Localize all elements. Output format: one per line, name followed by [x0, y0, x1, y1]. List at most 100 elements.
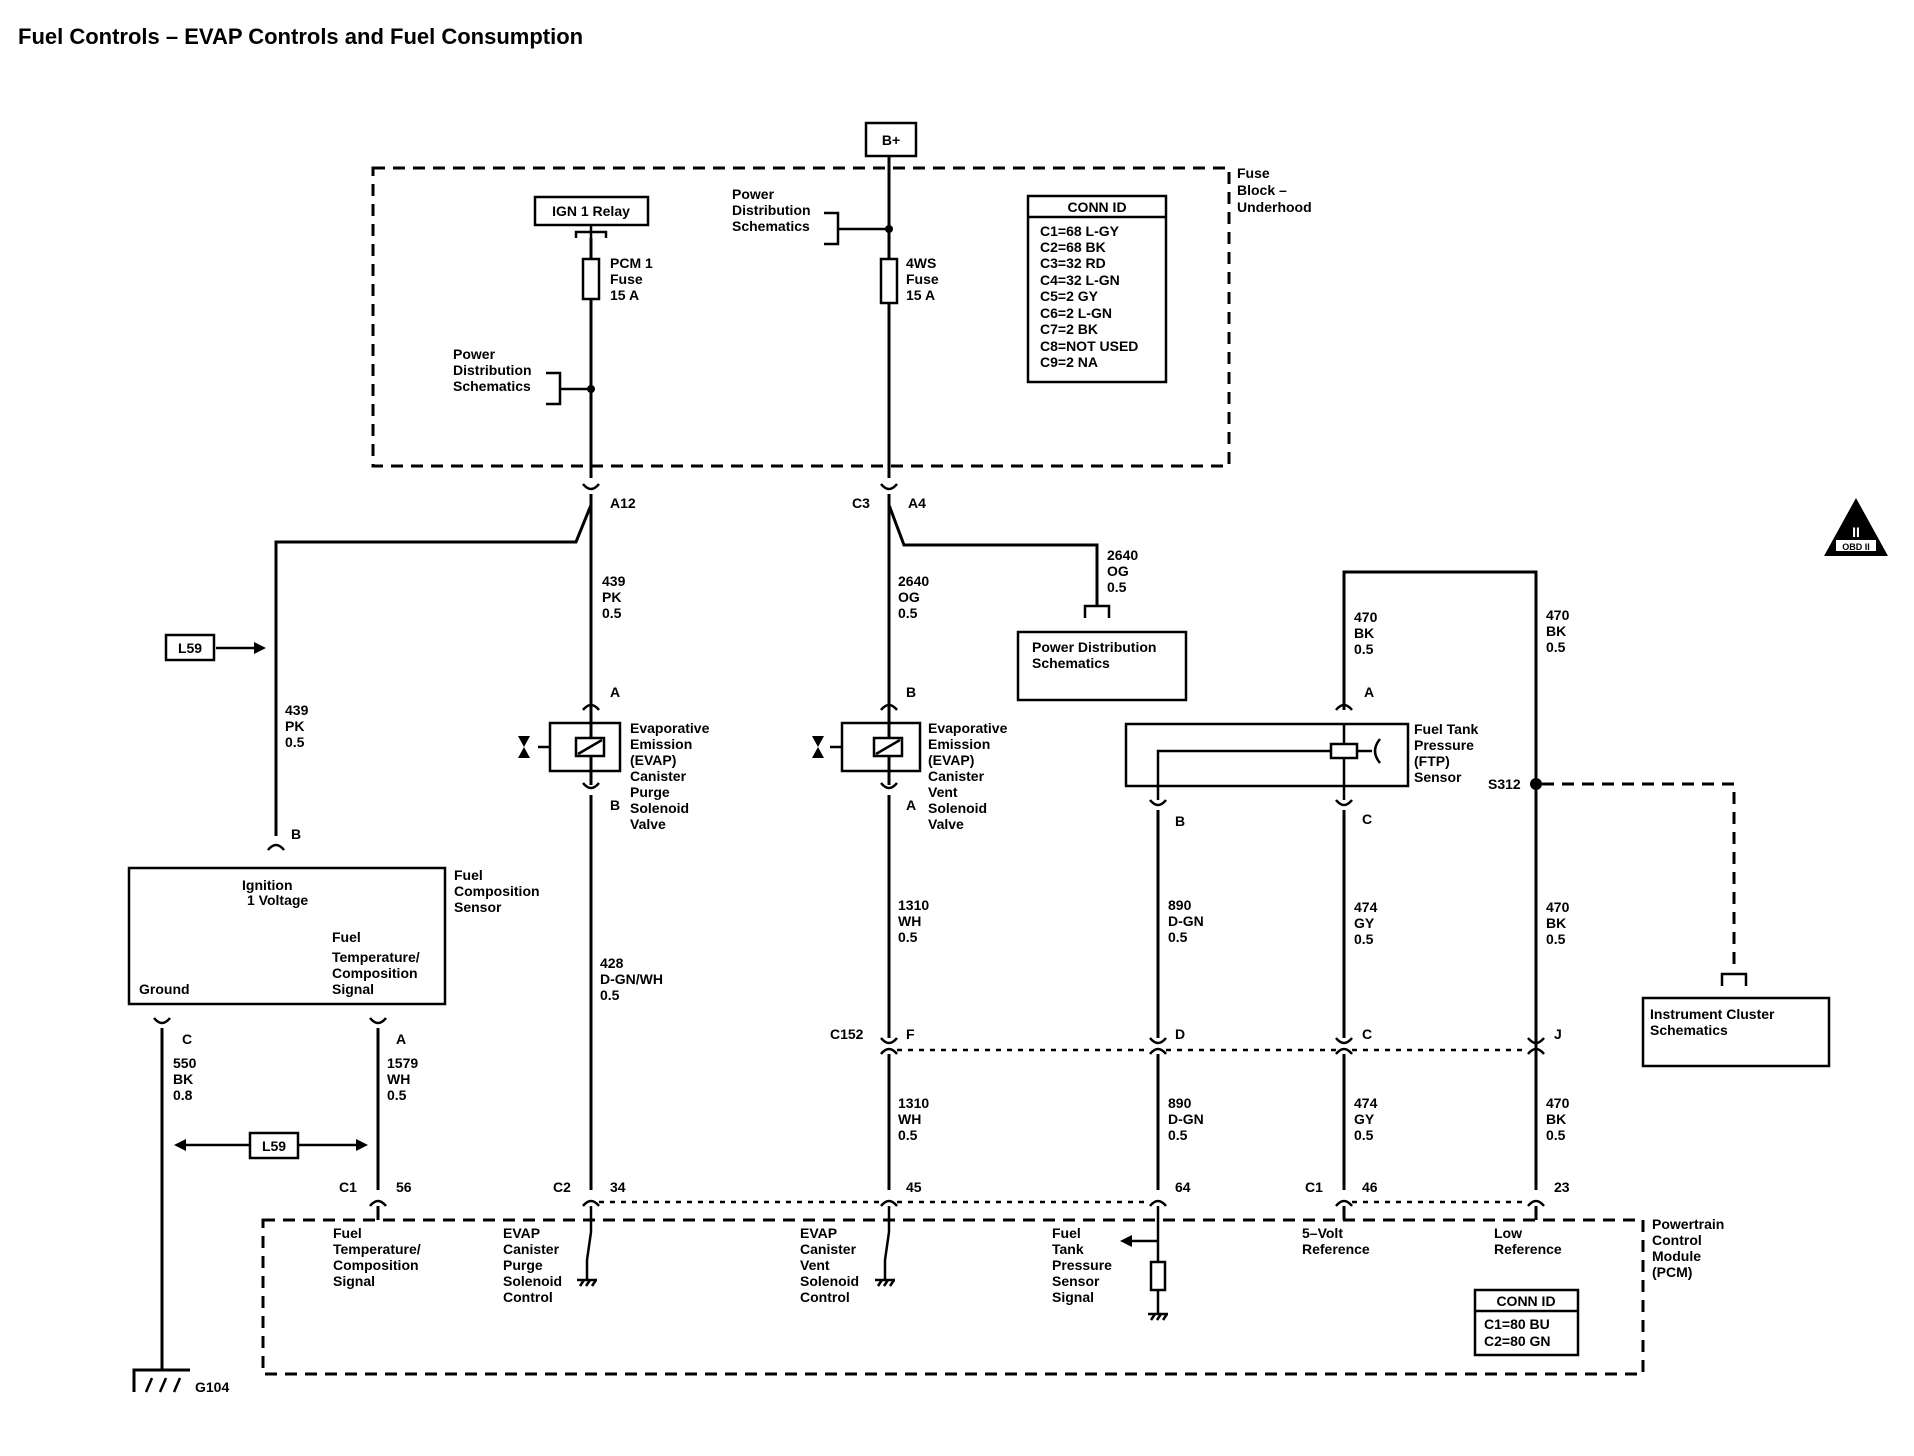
arrow-left-icon: [1120, 1235, 1132, 1247]
wire-1310-upper-label: 1310 WH 0.5: [898, 897, 933, 945]
option-l59-box: [164, 633, 216, 662]
wire-470-top-left-label: 470 BK 0.5: [1354, 609, 1381, 657]
wire-439-left: [274, 504, 593, 836]
fuel-comp-sensor-label: Fuel Composition Sensor: [454, 867, 543, 915]
wire-474-upper-label: 474 GY 0.5: [1354, 899, 1381, 947]
valve-icon: [812, 736, 824, 747]
splice-s312-dot: [1530, 778, 1542, 790]
arrow-right-icon: [356, 1139, 368, 1151]
pcm-fuse-icon: [581, 257, 601, 301]
instrument-connector: [1720, 972, 1748, 986]
power-dist-1-label: Power Distribution Schematics: [453, 346, 535, 394]
connector-icon: [1527, 1199, 1545, 1207]
pcm-sig-fuel: Fuel Temperature/ Composition Signal: [333, 1225, 425, 1289]
sensor-element-icon: [1329, 742, 1359, 760]
purge-pin-a: A: [610, 684, 620, 700]
vent-driver-switch: [875, 1206, 896, 1287]
connector-c3-icon: [880, 483, 898, 491]
pin-c3-label: C3: [852, 495, 870, 511]
ws-fuse-label: 4WS Fuse 15 A: [906, 255, 943, 303]
fcs-fuel-signal: Fuel Temperature/ Composition Signal: [332, 929, 424, 997]
wire-890-lower-label: 890 D-GN 0.5: [1168, 1095, 1208, 1143]
solenoid-coil-line: [577, 738, 603, 756]
c152-label: C152: [830, 1026, 864, 1042]
fuse-conn-id-rows: C1=68 L-GY C2=68 BK C3=32 RD C4=32 L-GN …: [1040, 223, 1142, 370]
pcm-c1-label: C1: [339, 1179, 357, 1195]
option-l59-lower-box: [248, 1131, 300, 1160]
pcm-pin-34: 34: [610, 1179, 626, 1195]
fuse-block-label: Fuse Block – Underhood: [1237, 165, 1312, 215]
instrument-cluster-box: [1641, 996, 1831, 1068]
wire-470-mid-label: 470 BK 0.5: [1546, 899, 1573, 947]
resistor-icon: [1149, 1260, 1167, 1292]
pcm-sig-5v: 5–Volt Reference: [1302, 1225, 1370, 1257]
fcs-ground-label: Ground: [139, 981, 190, 997]
wire-1310-lower-label: 1310 WH 0.5: [898, 1095, 933, 1143]
pcm-pin-46: 46: [1362, 1179, 1378, 1195]
pcm-boundary: [261, 1218, 1645, 1376]
valve-icon: [518, 747, 530, 758]
arrow-left-icon: [174, 1139, 186, 1151]
fuel-comp-sensor-box: [127, 866, 447, 1006]
ftp-sensor-label: Fuel Tank Pressure (FTP) Sensor: [1414, 721, 1482, 785]
connector-icon: [369, 1017, 387, 1025]
pcm-conn-id-box: [1473, 1288, 1580, 1357]
connector-icon: [582, 1199, 600, 1207]
pcm-pin-23: 23: [1554, 1179, 1570, 1195]
purge-valve-label: Evaporative Emission (EVAP) Canister Pur…: [630, 720, 713, 832]
relay-contact: [574, 225, 608, 240]
resistor-ground: [1148, 1290, 1169, 1321]
pcm-pin-56: 56: [396, 1179, 412, 1195]
pin-a12-label: A12: [610, 495, 636, 511]
wire-439-upper-label: 439 PK 0.5: [602, 573, 629, 621]
power-dist-2-label: Power Distribution Schematics: [732, 186, 814, 234]
fuse-block-boundary: [371, 166, 1231, 468]
pcm-label: Powertrain Control Module (PCM): [1652, 1216, 1728, 1280]
vent-pin-b: B: [906, 684, 916, 700]
connector-icon: [1335, 1037, 1353, 1055]
option-l59-lower-label: L59: [262, 1138, 286, 1154]
c152-pin-f: F: [906, 1026, 915, 1042]
wire-470-top-right-label: 470 BK 0.5: [1546, 607, 1573, 655]
splice-s312-label: S312: [1488, 776, 1521, 792]
wire-470-loop: [1342, 570, 1538, 1190]
power-dist-box-label: Power Distribution Schematics: [1032, 639, 1160, 671]
arrow-right-icon: [254, 642, 266, 654]
wire-1579-label: 1579 WH 0.5: [387, 1055, 422, 1103]
vent-pin-a: A: [906, 797, 916, 813]
connector-icon: [1335, 799, 1353, 807]
connector-icon: [880, 782, 898, 790]
ground-icon: [144, 1377, 182, 1393]
connector-icon: [1527, 1037, 1545, 1055]
pcm-c1b-label: C1: [1305, 1179, 1323, 1195]
ws-fuse-icon: [879, 257, 899, 305]
valve-icon: [518, 736, 530, 747]
wire-428-label: 428 D-GN/WH 0.5: [600, 955, 667, 1003]
pcm-c2-label: C2: [553, 1179, 571, 1195]
pcm-sig-low: Low Reference: [1494, 1225, 1562, 1257]
fuse-conn-id-header: CONN ID: [1067, 199, 1126, 215]
wire-2640-right-label: 2640 OG 0.5: [1107, 547, 1142, 595]
fcs-pin-c: C: [182, 1031, 192, 1047]
ground-bar: [132, 1368, 190, 1392]
option-l59-label: L59: [178, 640, 202, 656]
pcm-sig-ftp: Fuel Tank Pressure Sensor Signal: [1052, 1225, 1116, 1305]
pcm-fuse-label: PCM 1 Fuse 15 A: [610, 255, 657, 303]
connector-icon: [1149, 1037, 1167, 1055]
connector-a12-icon: [582, 483, 600, 491]
s312-branch: [1542, 782, 1736, 972]
purge-driver-switch: [577, 1206, 598, 1287]
connector-icon: [880, 1199, 898, 1207]
connector-icon: [880, 1037, 898, 1055]
connector-icon: [1335, 1199, 1353, 1207]
fcs-pin-b: B: [291, 826, 301, 842]
ground-g104-label: G104: [195, 1379, 229, 1395]
pcm-conn-id-rows: C1=80 BU C2=80 GN: [1484, 1316, 1554, 1349]
ftp-pin-c: C: [1362, 811, 1372, 827]
purge-pin-b: B: [610, 797, 620, 813]
connector-icon: [1149, 1199, 1167, 1207]
ftp-sensor-box: [1124, 722, 1410, 788]
power-dist-2-bracket: [824, 211, 889, 246]
pcm-sig-purge: EVAP Canister Purge Solenoid Control: [503, 1225, 566, 1305]
